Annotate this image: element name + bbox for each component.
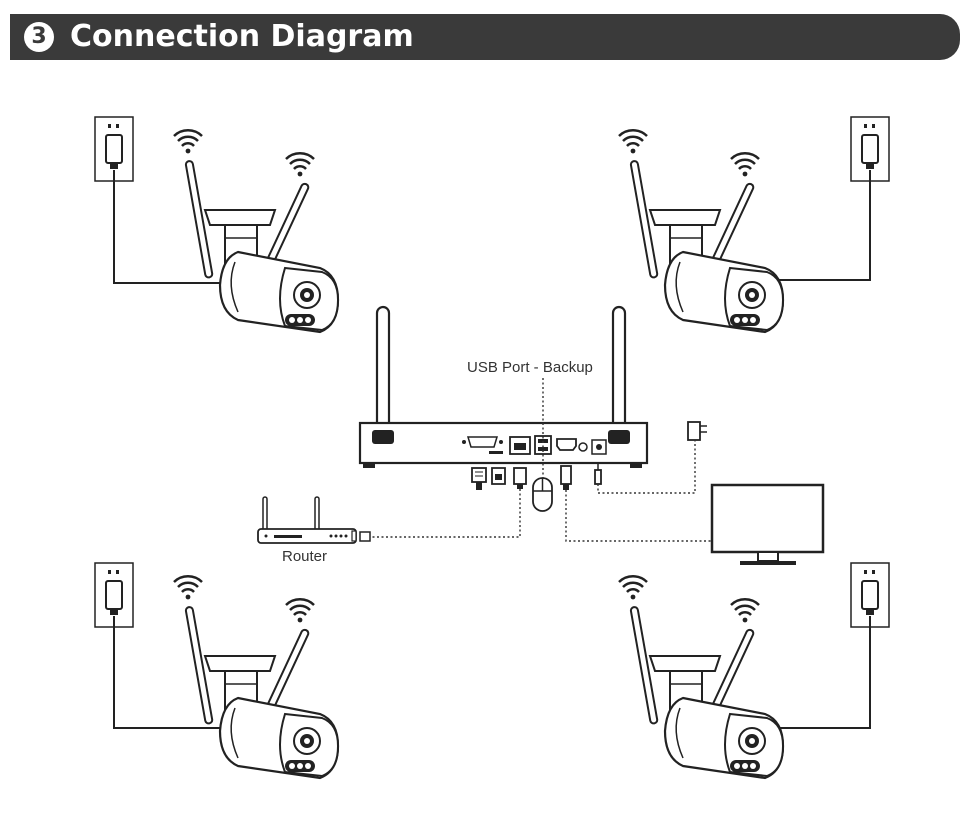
section-header: 3 Connection Diagram xyxy=(10,14,960,60)
camera-top-left xyxy=(94,116,340,334)
wifi-icon xyxy=(284,152,316,178)
section-title: Connection Diagram xyxy=(70,19,414,54)
ethernet-plug-icon xyxy=(513,467,527,485)
connection-lines xyxy=(370,378,712,542)
router-icon xyxy=(257,496,371,544)
usb-port-label: USB Port - Backup xyxy=(467,359,593,376)
power-adapter-icon xyxy=(687,421,707,441)
wifi-icon xyxy=(617,129,649,155)
bullet-camera-icon xyxy=(184,159,340,334)
bullet-camera-icon xyxy=(629,159,785,334)
camera-top-right xyxy=(617,116,890,334)
wifi-icon xyxy=(172,129,204,155)
bullet-camera-icon xyxy=(184,605,340,780)
wifi-icon xyxy=(617,575,649,601)
camera-bottom-left xyxy=(94,562,340,780)
router-label: Router xyxy=(282,548,327,565)
wifi-icon xyxy=(284,598,316,624)
wifi-icon xyxy=(729,152,761,178)
wifi-icon xyxy=(729,598,761,624)
connector-icons xyxy=(471,462,602,512)
camera-bottom-right xyxy=(617,562,890,780)
hdmi-plug-icon xyxy=(560,465,572,485)
dc-plug-icon xyxy=(594,469,602,485)
wifi-icon xyxy=(172,575,204,601)
step-number-badge: 3 xyxy=(24,22,54,52)
vga-plug-icon xyxy=(471,467,487,483)
nvr-recorder-icon xyxy=(358,305,649,468)
bullet-camera-icon xyxy=(629,605,785,780)
monitor-icon xyxy=(710,483,825,565)
